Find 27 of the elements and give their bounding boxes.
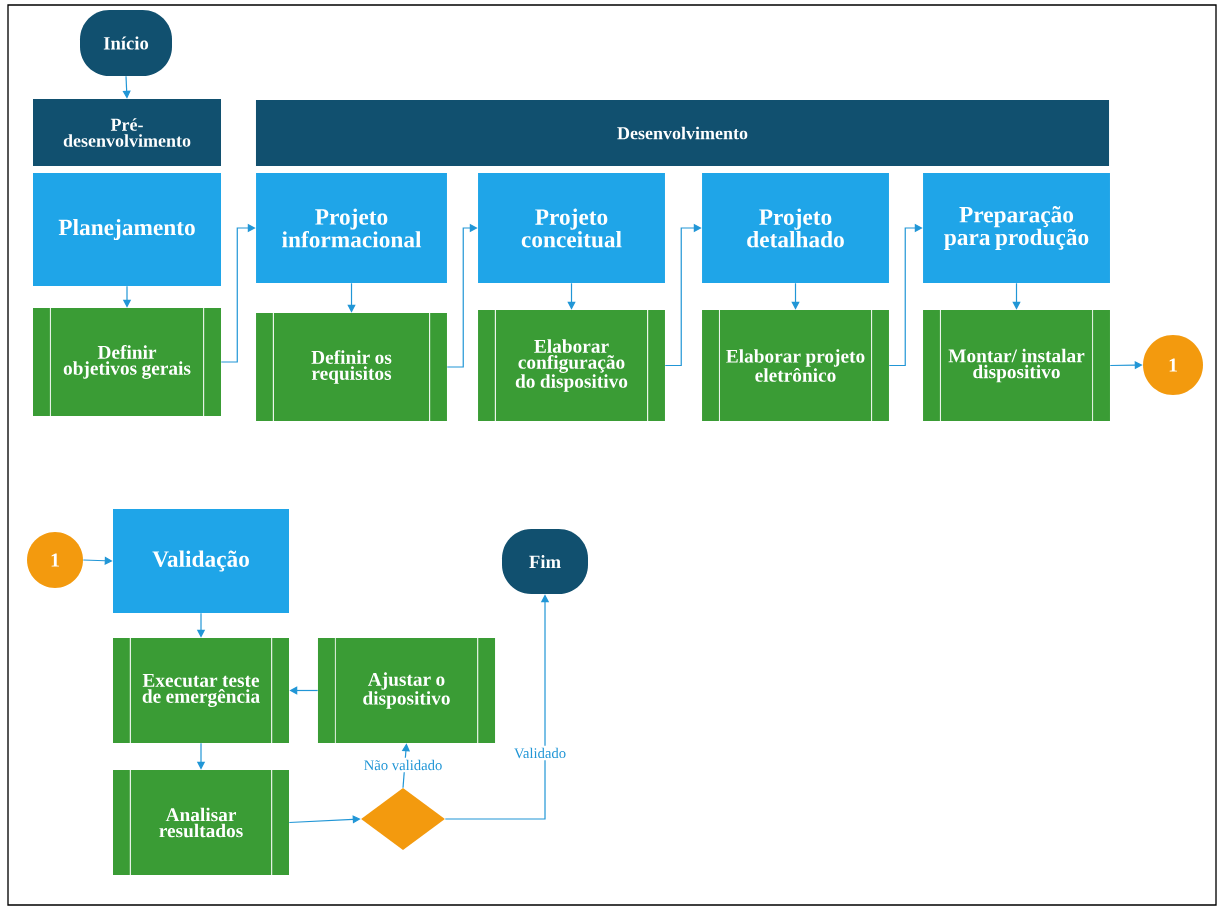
phase-band: Desenvolvimento bbox=[255, 100, 1110, 166]
stage-box: Validação bbox=[113, 509, 289, 613]
arrow bbox=[567, 282, 576, 310]
arrow bbox=[791, 282, 800, 310]
process-box: Executar teste de emergência bbox=[113, 637, 289, 744]
arrow bbox=[122, 75, 131, 99]
process-box: Definir os requisitos bbox=[256, 313, 447, 421]
arrow bbox=[664, 223, 702, 367]
edge-label: Validado bbox=[511, 745, 569, 761]
arrow bbox=[446, 223, 478, 368]
stage-box: Projeto informacional bbox=[256, 173, 447, 283]
process-box: Ajustar o dispositivo bbox=[317, 637, 496, 744]
process-box: Elaborar projeto eletrônico bbox=[702, 310, 889, 421]
edge-label: Não validado bbox=[361, 757, 445, 773]
arrow bbox=[888, 223, 923, 367]
process-box: Definir objetivos gerais bbox=[33, 308, 221, 416]
decision-diamond bbox=[361, 788, 445, 850]
process-box: Montar/ instalar dispositivo bbox=[923, 310, 1110, 421]
process-box: Elaborar configuração do dispositivo bbox=[478, 310, 665, 421]
arrow bbox=[220, 223, 256, 363]
stage-box: Projeto conceitual bbox=[478, 173, 665, 283]
stage-box: Planejamento bbox=[33, 172, 221, 287]
phase-band: Pré- desenvolvimento bbox=[33, 99, 221, 166]
stage-box: Projeto detalhado bbox=[702, 173, 889, 283]
stage-box: Preparação para produção bbox=[923, 173, 1110, 283]
arrow bbox=[1012, 282, 1021, 310]
process-box: Analisar resultados bbox=[113, 769, 289, 876]
